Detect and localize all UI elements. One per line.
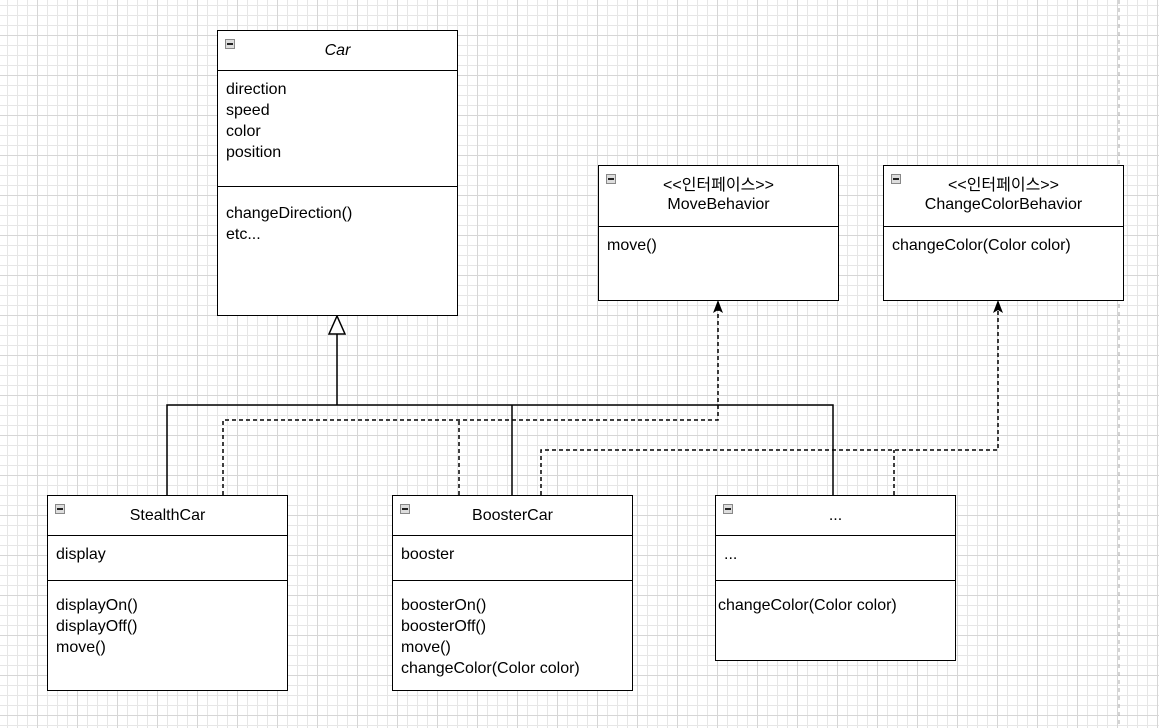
attribute: ...	[724, 546, 738, 563]
class-name: MoveBehavior	[667, 196, 770, 213]
arrowhead-icon	[713, 300, 723, 313]
class-name: Car	[324, 42, 351, 59]
method: boosterOff()	[401, 618, 487, 635]
class-name: BoosterCar	[472, 507, 553, 524]
class-header: ...	[716, 496, 955, 536]
attribute: position	[226, 144, 282, 161]
attribute: color	[226, 123, 261, 140]
collapse-icon[interactable]	[723, 504, 733, 514]
class-boostercar[interactable]: BoosterCar booster boosterOn() boosterOf…	[392, 495, 633, 691]
class-name: ...	[828, 507, 843, 524]
class-header: StealthCar	[48, 496, 287, 536]
method: changeColor(Color color)	[892, 237, 1071, 254]
method: move()	[607, 237, 657, 254]
realization-edges[interactable]	[222, 308, 999, 495]
generalization-edges[interactable]	[166, 314, 834, 495]
method: etc...	[226, 226, 261, 243]
stereotype: <<인터페이스>>	[948, 177, 1059, 194]
methods-section: move()	[599, 227, 838, 256]
method: move()	[56, 639, 106, 656]
class-header: <<인터페이스>> ChangeColorBehavior	[884, 166, 1123, 227]
methods-section: changeDirection() etc...	[218, 187, 457, 245]
class-changecolorbehavior[interactable]: <<인터페이스>> ChangeColorBehavior changeColo…	[883, 165, 1124, 301]
methods-section: changeColor(Color color)	[884, 227, 1123, 256]
class-car[interactable]: Car direction speed color position chang…	[217, 30, 458, 316]
attributes-section: ...	[716, 536, 955, 581]
class-name: StealthCar	[129, 507, 206, 524]
method: changeColor(Color color)	[718, 597, 897, 614]
inheritance-arrowhead	[327, 314, 347, 335]
collapse-icon[interactable]	[55, 504, 65, 514]
collapse-icon[interactable]	[891, 174, 901, 184]
inheritance-edge-stealth-other	[166, 404, 834, 495]
collapse-icon[interactable]	[400, 504, 410, 514]
method: changeColor(Color color)	[401, 660, 580, 677]
collapse-icon[interactable]	[606, 174, 616, 184]
attributes-section: display	[48, 536, 287, 581]
arrowhead-icon	[993, 300, 1003, 313]
method: displayOff()	[56, 618, 138, 635]
stereotype: <<인터페이스>>	[663, 177, 774, 194]
class-header: BoosterCar	[393, 496, 632, 536]
class-stealthcar[interactable]: StealthCar display displayOn() displayOf…	[47, 495, 288, 691]
class-header: Car	[218, 31, 457, 71]
class-other-car[interactable]: ... ... changeColor(Color color)	[715, 495, 956, 661]
class-movebehavior[interactable]: <<인터페이스>> MoveBehavior move()	[598, 165, 839, 301]
attribute: speed	[226, 102, 270, 119]
method: boosterOn()	[401, 597, 487, 614]
method: displayOn()	[56, 597, 138, 614]
methods-section: displayOn() displayOff() move()	[48, 581, 287, 658]
collapse-icon[interactable]	[225, 39, 235, 49]
methods-section: boosterOn() boosterOff() move() changeCo…	[393, 581, 632, 679]
realization-edge-movebehavior	[222, 308, 719, 495]
method: move()	[401, 639, 451, 656]
attribute: direction	[226, 81, 287, 98]
attributes-section: direction speed color position	[218, 71, 457, 187]
class-name: ChangeColorBehavior	[924, 196, 1083, 213]
class-header: <<인터페이스>> MoveBehavior	[599, 166, 838, 227]
realization-edge-changecolor	[540, 308, 999, 495]
attributes-section: booster	[393, 536, 632, 581]
methods-section: changeColor(Color color)	[716, 581, 955, 616]
attribute: display	[56, 546, 106, 563]
method: changeDirection()	[226, 205, 353, 222]
attribute: booster	[401, 546, 455, 563]
